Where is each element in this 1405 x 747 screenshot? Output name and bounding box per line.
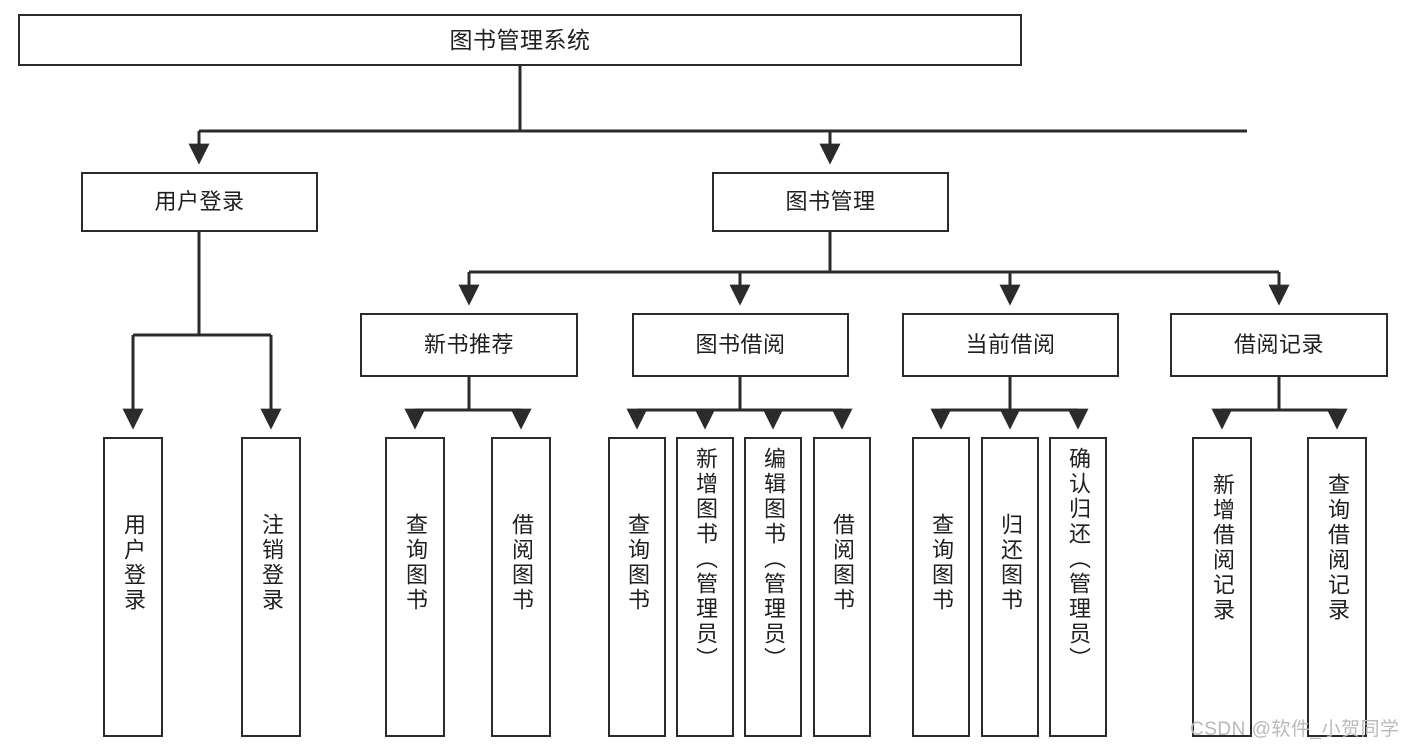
leaf-user-login-label: 用户登录 <box>121 513 146 613</box>
leaf-query-book-1-label: 查询图书 <box>403 513 428 613</box>
leaf-query-book-3-label: 查询图书 <box>929 513 954 613</box>
node-current-borrow-label: 当前借阅 <box>965 332 1056 358</box>
leaf-logout-label: 注销登录 <box>259 513 284 613</box>
leaf-query-book-1[interactable]: 查询图书 <box>385 437 445 737</box>
node-root[interactable]: 图书管理系统 <box>18 14 1022 66</box>
node-borrow-record-label: 借阅记录 <box>1233 332 1324 358</box>
leaf-borrow-book-2-label: 借阅图书 <box>830 513 855 613</box>
node-user-login[interactable]: 用户登录 <box>81 172 318 232</box>
leaf-edit-book[interactable]: 编辑图书（管理员） <box>744 437 802 737</box>
node-new-book-recommend-label: 新书推荐 <box>423 332 514 358</box>
leaf-add-record-label: 新增借阅记录 <box>1210 473 1235 623</box>
leaf-query-book-2[interactable]: 查询图书 <box>608 437 666 737</box>
leaf-add-record[interactable]: 新增借阅记录 <box>1192 437 1252 737</box>
leaf-confirm-return[interactable]: 确认归还（管理员） <box>1049 437 1107 737</box>
leaf-borrow-book-1-label: 借阅图书 <box>509 513 534 613</box>
node-book-management-label: 图书管理 <box>785 189 876 215</box>
leaf-query-record[interactable]: 查询借阅记录 <box>1307 437 1367 737</box>
leaf-add-book-label: 新增图书（管理员） <box>693 447 718 672</box>
leaf-edit-book-label: 编辑图书（管理员） <box>761 447 786 672</box>
leaf-user-login[interactable]: 用户登录 <box>103 437 163 737</box>
node-current-borrow[interactable]: 当前借阅 <box>902 313 1119 377</box>
leaf-query-book-2-label: 查询图书 <box>625 513 650 613</box>
leaf-add-book[interactable]: 新增图书（管理员） <box>676 437 734 737</box>
leaf-borrow-book-1[interactable]: 借阅图书 <box>491 437 551 737</box>
node-book-borrow[interactable]: 图书借阅 <box>632 313 849 377</box>
leaf-confirm-return-label: 确认归还（管理员） <box>1066 447 1091 672</box>
leaf-query-book-3[interactable]: 查询图书 <box>912 437 970 737</box>
node-root-label: 图书管理系统 <box>449 26 591 53</box>
node-borrow-record[interactable]: 借阅记录 <box>1170 313 1388 377</box>
node-user-login-label: 用户登录 <box>154 189 245 215</box>
leaf-return-book[interactable]: 归还图书 <box>981 437 1039 737</box>
leaf-return-book-label: 归还图书 <box>998 513 1023 613</box>
node-book-management[interactable]: 图书管理 <box>712 172 949 232</box>
leaf-borrow-book-2[interactable]: 借阅图书 <box>813 437 871 737</box>
node-new-book-recommend[interactable]: 新书推荐 <box>360 313 578 377</box>
leaf-logout[interactable]: 注销登录 <box>241 437 301 737</box>
node-book-borrow-label: 图书借阅 <box>695 332 786 358</box>
leaf-query-record-label: 查询借阅记录 <box>1325 473 1350 623</box>
watermark-text: CSDN @软件_小贺同学 <box>1190 719 1400 740</box>
